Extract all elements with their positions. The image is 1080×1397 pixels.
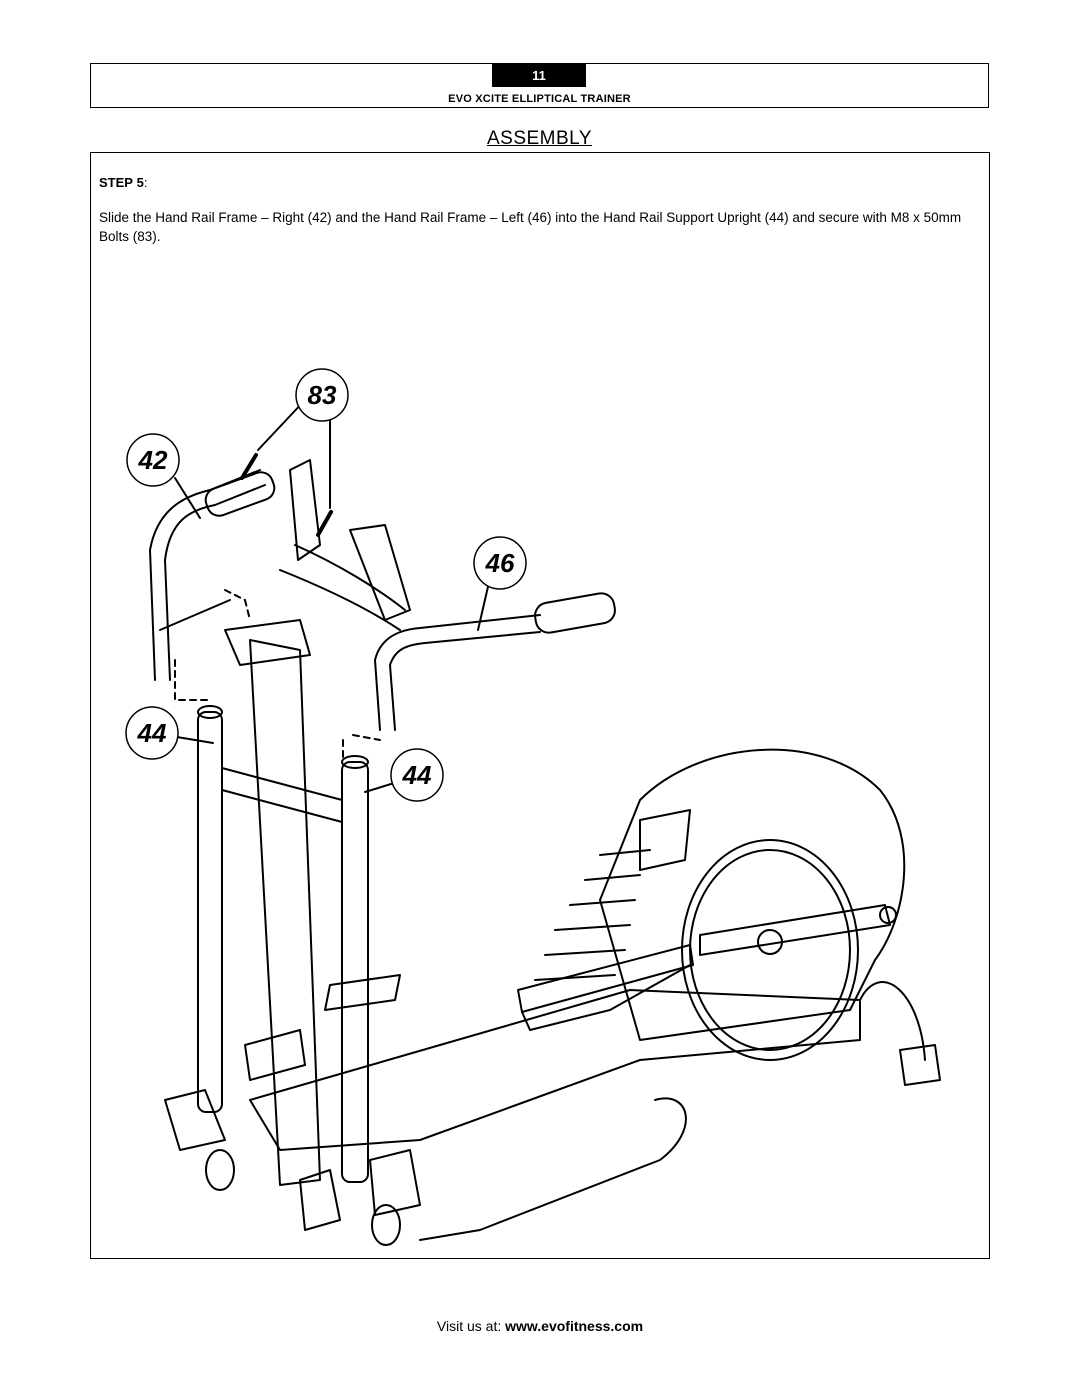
footer-prefix: Visit us at: — [436, 1318, 506, 1334]
upright-left — [197, 711, 223, 1113]
pedal-left — [324, 974, 401, 1011]
upright-right — [341, 761, 369, 1183]
base-frame — [249, 989, 861, 1151]
step-content-box — [90, 152, 990, 1259]
footer: Visit us at: www.evofitness.com — [0, 1318, 1080, 1334]
hand-rail-left — [374, 614, 541, 731]
hand-rail-right — [164, 484, 266, 681]
step-label: STEP — [99, 175, 133, 190]
callout-83: 83 — [295, 368, 349, 422]
front-wheel-right — [371, 1204, 401, 1246]
callout-83-label: 83 — [308, 380, 337, 410]
step-number: 5 — [136, 175, 144, 190]
pedal-arm-right — [699, 904, 891, 956]
flywheel — [681, 839, 859, 1061]
callout-44-right-label: 44 — [402, 760, 432, 790]
callout-46-label: 46 — [485, 548, 515, 578]
callout-44-right: 44 — [390, 748, 444, 802]
callout-44-left-label: 44 — [137, 718, 167, 748]
callout-44-left: 44 — [125, 706, 179, 760]
assembly-diagram: 83 42 46 44 44 — [125, 368, 941, 1246]
callout-42-label: 42 — [138, 445, 168, 475]
footer-url-link[interactable]: www.evofitness.com — [505, 1318, 644, 1334]
callout-42: 42 — [126, 433, 180, 487]
document-title: EVO XCITE ELLIPTICAL TRAINER — [448, 93, 631, 105]
flywheel-housing — [599, 748, 906, 1041]
front-wheel-left — [205, 1149, 235, 1191]
console-mast — [249, 639, 321, 1186]
step-heading: STEP 5: — [99, 175, 148, 190]
callout-46: 46 — [473, 536, 527, 590]
pedal-right — [517, 944, 694, 1013]
page-number-badge: 11 — [492, 63, 586, 87]
step-instructions: Slide the Hand Rail Frame – Right (42) a… — [99, 210, 962, 244]
section-title: ASSEMBLY — [486, 128, 593, 149]
